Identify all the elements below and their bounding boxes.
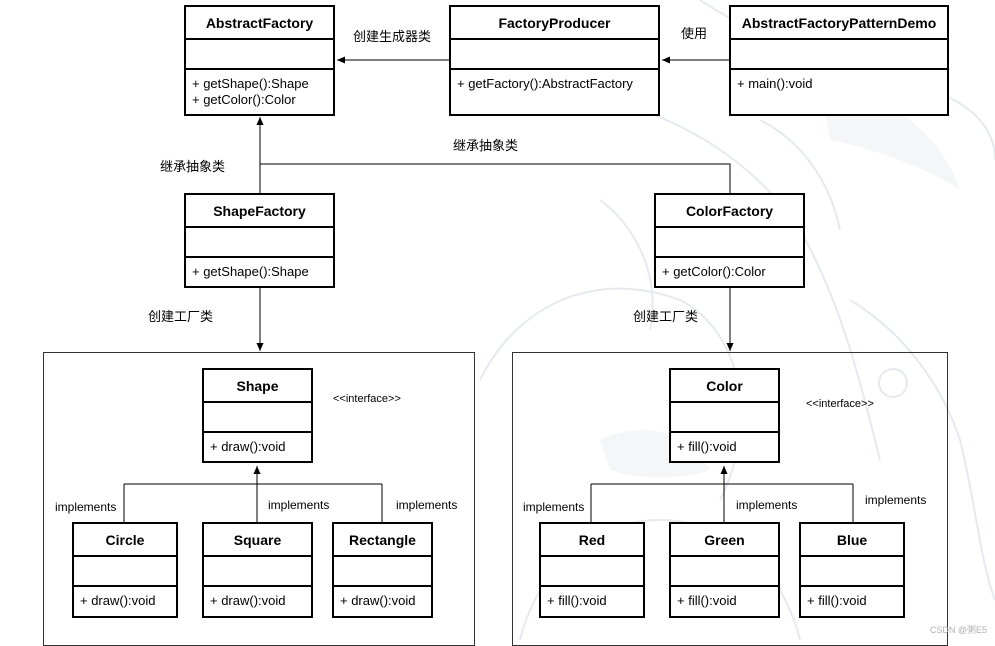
operation: + fill():void (807, 593, 867, 608)
operations-compartment: + getShape():Shape (186, 258, 333, 286)
class-name: Color (671, 370, 778, 403)
label-create-factory-left: 创建工厂类 (148, 310, 214, 325)
label-implements-rectangle: implements (396, 498, 458, 512)
operations-compartment: + getColor():Color (656, 258, 803, 286)
operations-compartment: + draw():void (204, 587, 311, 616)
operation: + draw():void (340, 593, 416, 608)
attributes-compartment (801, 557, 903, 587)
operation: + main():void (737, 76, 813, 91)
watermark: CSDN @粥E5 (929, 625, 987, 635)
class-square[interactable]: Square + draw():void (202, 522, 313, 618)
class-name: Square (204, 524, 311, 557)
class-name: Red (541, 524, 643, 557)
operations-compartment: + getFactory():AbstractFactory (451, 70, 658, 114)
label-create-factory-right: 创建工厂类 (633, 310, 699, 325)
attributes-compartment (656, 228, 803, 258)
attributes-compartment (451, 40, 658, 70)
class-color-factory[interactable]: ColorFactory + getColor():Color (654, 193, 805, 288)
attributes-compartment (671, 557, 778, 587)
label-implements-red: implements (523, 500, 585, 514)
class-factory-producer[interactable]: FactoryProducer + getFactory():AbstractF… (449, 5, 660, 116)
operation: + draw():void (210, 439, 286, 454)
edge-colorfactory-up (260, 163, 731, 193)
label-interface-color: <<interface>> (806, 398, 874, 410)
class-shape[interactable]: Shape + draw():void (202, 368, 313, 463)
class-red[interactable]: Red + fill():void (539, 522, 645, 618)
attributes-compartment (334, 557, 431, 587)
operations-compartment: + draw():void (204, 433, 311, 461)
attributes-compartment (186, 228, 333, 258)
attributes-compartment (204, 403, 311, 433)
operation: + fill():void (677, 593, 737, 608)
class-name: Blue (801, 524, 903, 557)
class-name: Green (671, 524, 778, 557)
label-interface-shape: <<interface>> (333, 393, 401, 405)
operation: + getFactory():AbstractFactory (457, 76, 633, 91)
label-implements-circle: implements (55, 500, 117, 514)
attributes-compartment (541, 557, 643, 587)
operations-compartment: + draw():void (74, 587, 176, 616)
class-name: ColorFactory (656, 195, 803, 228)
class-name: ShapeFactory (186, 195, 333, 228)
class-blue[interactable]: Blue + fill():void (799, 522, 905, 618)
attributes-compartment (731, 40, 947, 70)
class-circle[interactable]: Circle + draw():void (72, 522, 178, 618)
operation: + getShape():Shape (192, 76, 309, 91)
operations-compartment: + fill():void (671, 433, 778, 461)
operation: + fill():void (677, 439, 737, 454)
class-abstract-factory[interactable]: AbstractFactory + getShape():Shape + get… (184, 5, 335, 116)
label-use: 使用 (681, 27, 708, 42)
class-rectangle[interactable]: Rectangle + draw():void (332, 522, 433, 618)
operations-compartment: + fill():void (671, 587, 778, 616)
label-create-generator: 创建生成器类 (353, 30, 432, 45)
operations-compartment: + draw():void (334, 587, 431, 616)
operation: + fill():void (547, 593, 607, 608)
class-color[interactable]: Color + fill():void (669, 368, 780, 463)
class-name: AbstractFactoryPatternDemo (731, 7, 947, 40)
class-name: Rectangle (334, 524, 431, 557)
label-inherit-abstract-right: 继承抽象类 (453, 139, 519, 154)
class-name: Circle (74, 524, 176, 557)
label-implements-green: implements (736, 498, 798, 512)
attributes-compartment (186, 40, 333, 70)
class-shape-factory[interactable]: ShapeFactory + getShape():Shape (184, 193, 335, 288)
class-green[interactable]: Green + fill():void (669, 522, 780, 618)
operation: + getColor():Color (192, 92, 296, 107)
class-demo[interactable]: AbstractFactoryPatternDemo + main():void (729, 5, 949, 116)
class-name: Shape (204, 370, 311, 403)
operation: + draw():void (80, 593, 156, 608)
operations-compartment: + fill():void (541, 587, 643, 616)
attributes-compartment (204, 557, 311, 587)
attributes-compartment (671, 403, 778, 433)
operations-compartment: + main():void (731, 70, 947, 114)
operations-compartment: + getShape():Shape + getColor():Color (186, 70, 333, 114)
label-implements-square: implements (268, 498, 330, 512)
class-name: AbstractFactory (186, 7, 333, 40)
class-name: FactoryProducer (451, 7, 658, 40)
attributes-compartment (74, 557, 176, 587)
operation: + getColor():Color (662, 264, 766, 279)
operation: + getShape():Shape (192, 264, 309, 279)
operation: + draw():void (210, 593, 286, 608)
label-implements-blue: implements (865, 493, 927, 507)
operations-compartment: + fill():void (801, 587, 903, 616)
label-inherit-abstract-left: 继承抽象类 (160, 160, 226, 175)
